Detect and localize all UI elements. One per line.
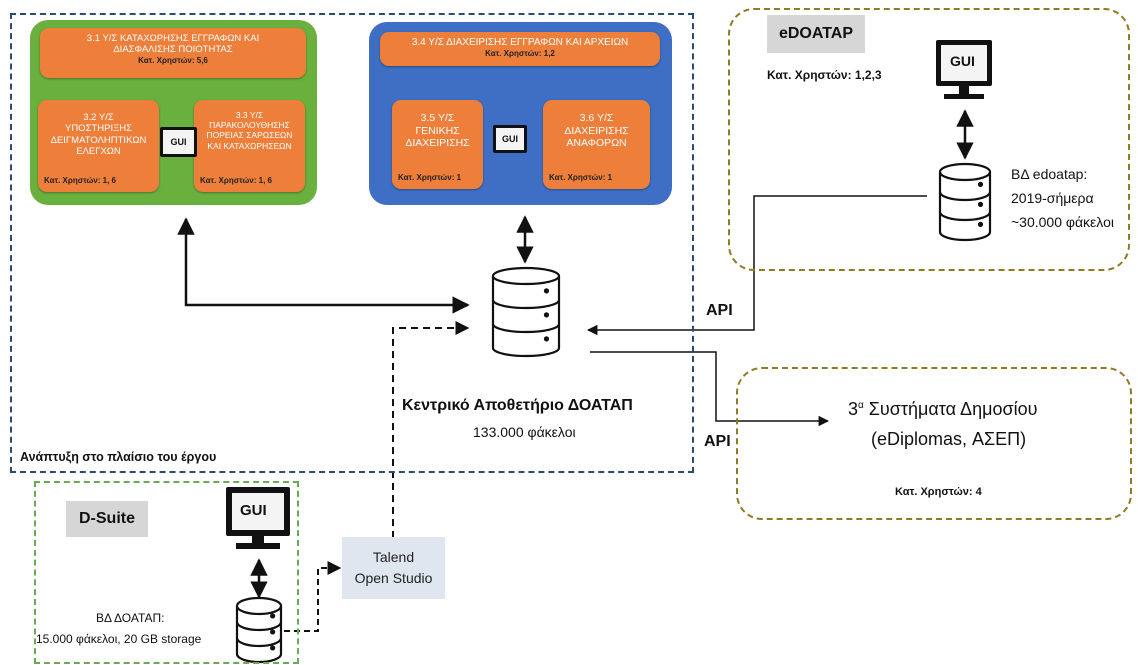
subsystem-3-2-box: 3.2 Υ/Σ ΥΠΟΣΤΗΡΙΞΗΣ ΔΕΙΓΜΑΤΟΛΗΠΤΙΚΩΝ ΕΛΕ… — [38, 100, 159, 192]
edoatap-gui-label: GUI — [950, 53, 975, 69]
subsystem-3-1-box: 3.1 Υ/Σ ΚΑΤΑΧΩΡΗΣΗΣ ΕΓΓΡΑΦΩΝ ΚΑΙ ΔΙΑΣΦΑΛ… — [40, 28, 306, 78]
edoatap-region — [728, 8, 1130, 271]
dsuite-db-line1: ΒΔ ΔΟΑΤΑΠ: — [96, 611, 165, 625]
dsuite-db-line2: 15.000 φάκελοι, 20 GB storage — [36, 632, 202, 646]
public-systems-region — [736, 367, 1132, 520]
edoatap-db-line3: ~30.000 φάκελοι — [1011, 214, 1114, 230]
talend-line2: Open Studio — [354, 570, 433, 586]
dsuite-gui-label: GUI — [240, 502, 267, 519]
public-systems-line1: 3α Συστήματα Δημοσίου — [848, 399, 1037, 420]
database-icon — [491, 266, 561, 358]
subsystem-3-6-line3: ΑΝΑΦΟΡΩΝ — [566, 137, 627, 150]
subsystem-3-2-line3: ΔΕΙΓΜΑΤΟΛΗΠΤΙΚΩΝ — [50, 134, 147, 146]
subsystem-3-6-box: 3.6 Υ/Σ ΔΙΑΧΕΙΡΙΣΗΣ ΑΝΑΦΟΡΩΝ Κατ. Χρηστώ… — [543, 100, 650, 189]
api-label-outbound: API — [704, 433, 731, 450]
central-repo-count: 133.000 φάκελοι — [473, 424, 576, 440]
subsystem-3-5-line1: 3.5 Υ/Σ — [420, 112, 455, 124]
subsystem-3-4-box: 3.4 Υ/Σ ΔΙΑΧΕΙΡΙΣΗΣ ΕΓΓΡΑΦΩΝ ΚΑΙ ΑΡΧΕΙΩΝ… — [380, 32, 660, 66]
subsystem-3-2-line4: ΕΛΕΓΧΩΝ — [76, 146, 121, 158]
edoatap-db-line1: ΒΔ edoatap: — [1011, 166, 1088, 182]
subsystem-3-4-users: Κατ. Χρηστών: 1,2 — [485, 49, 555, 58]
subsystem-3-3-line4: ΚΑΙ ΚΑΤΑΧΩΡΗΣΕΩΝ — [207, 140, 292, 151]
subsystem-3-2-users: Κατ. Χρηστών: 1, 6 — [44, 176, 116, 186]
subsystem-3-6-users: Κατ. Χρηστών: 1 — [549, 173, 613, 183]
public-systems-sup: α — [858, 400, 864, 411]
subsystem-3-1-title-line1: 3.1 Υ/Σ ΚΑΤΑΧΩΡΗΣΗΣ ΕΓΓΡΑΦΩΝ ΚΑΙ — [86, 33, 260, 44]
subsystem-3-3-line2: ΠΑΡΑΚΟΛΟΥΘΗΣΗΣ — [209, 120, 290, 131]
subsystem-3-2-line2: ΥΠΟΣΤΗΡΙΞΗΣ — [64, 123, 132, 135]
arrow-dsuite-to-talend — [284, 561, 342, 632]
edoatap-db-line2: 2019-σήμερα — [1011, 190, 1094, 206]
edoatap-users: Κατ. Χρηστών: 1,2,3 — [767, 68, 882, 82]
talend-box: Talend Open Studio — [342, 537, 445, 599]
arrow-talend-to-repo — [392, 321, 470, 538]
api-label-inbound: API — [706, 302, 733, 319]
subsystem-3-6-line1: 3.6 Υ/Σ — [579, 112, 614, 124]
blue-panel-gui-label: GUI — [496, 128, 524, 150]
central-repo-title: Κεντρικό Αποθετήριο ΔΟΑΤΑΠ — [402, 397, 633, 414]
arrow-green-to-repo — [177, 217, 470, 314]
subsystem-3-3-box: 3.3 Υ/Σ ΠΑΡΑΚΟΛΟΥΘΗΣΗΣ ΠΟΡΕΙΑΣ ΣΑΡΩΣΕΩΝ … — [194, 100, 305, 192]
public-systems-users: Κατ. Χρηστών: 4 — [895, 486, 982, 498]
arrow-repo-to-public — [590, 351, 830, 427]
gui-monitor-icon — [936, 40, 992, 99]
subsystem-3-1-users: Κατ. Χρηστών: 5,6 — [138, 55, 208, 65]
public-systems-prefix: 3 — [848, 399, 859, 419]
blue-panel-gui-icon: GUI — [493, 125, 527, 153]
subsystem-3-1-title-line2: ΔΙΑΣΦΑΛΙΣΗΣ ΠΟΙΟΤΗΤΑΣ — [113, 44, 233, 56]
gui-monitor-icon — [226, 487, 290, 549]
project-region-caption: Ανάπτυξη στο πλαίσιο του έργου — [20, 450, 217, 464]
edoatap-tag: eDOATAP — [767, 15, 865, 53]
subsystem-3-6-line2: ΔΙΑΧΕΙΡΙΣΗΣ — [564, 124, 629, 137]
subsystem-3-3-line1: 3.3 Υ/Σ — [235, 110, 264, 120]
talend-line1: Talend — [372, 549, 415, 565]
subsystem-3-3-users: Κατ. Χρηστών: 1, 6 — [200, 176, 272, 186]
dsuite-tag: D-Suite — [66, 501, 148, 537]
subsystem-3-3-line3: ΠΟΡΕΙΑΣ ΣΑΡΩΣΕΩΝ — [206, 130, 293, 141]
database-icon — [938, 162, 992, 242]
public-systems-name: Συστήματα Δημοσίου — [863, 399, 1038, 419]
subsystem-3-4-title: 3.4 Υ/Σ ΔΙΑΧΕΙΡΙΣΗΣ ΕΓΓΡΑΦΩΝ ΚΑΙ ΑΡΧΕΙΩΝ — [411, 37, 629, 48]
subsystem-3-5-box: 3.5 Υ/Σ ΓΕΝΙΚΗΣ ΔΙΑΧΕΙΡΙΣΗΣ Κατ. Χρηστών… — [392, 100, 483, 189]
arrow-edoatap-to-repo — [586, 195, 927, 336]
project-region — [10, 13, 694, 473]
subsystem-3-2-line1: 3.2 Υ/Σ — [83, 112, 114, 123]
green-panel-gui-icon: GUI — [160, 127, 197, 157]
green-panel-gui-label: GUI — [163, 130, 194, 154]
subsystem-3-5-users: Κατ. Χρηστών: 1 — [398, 173, 462, 183]
public-systems-line2: (eDiplomas, ΑΣΕΠ) — [871, 429, 1027, 449]
dsuite-region — [34, 481, 299, 664]
database-icon — [235, 596, 283, 664]
subsystem-3-5-line3: ΔΙΑΧΕΙΡΙΣΗΣ — [405, 137, 470, 150]
subsystem-3-5-line2: ΓΕΝΙΚΗΣ — [415, 124, 460, 137]
